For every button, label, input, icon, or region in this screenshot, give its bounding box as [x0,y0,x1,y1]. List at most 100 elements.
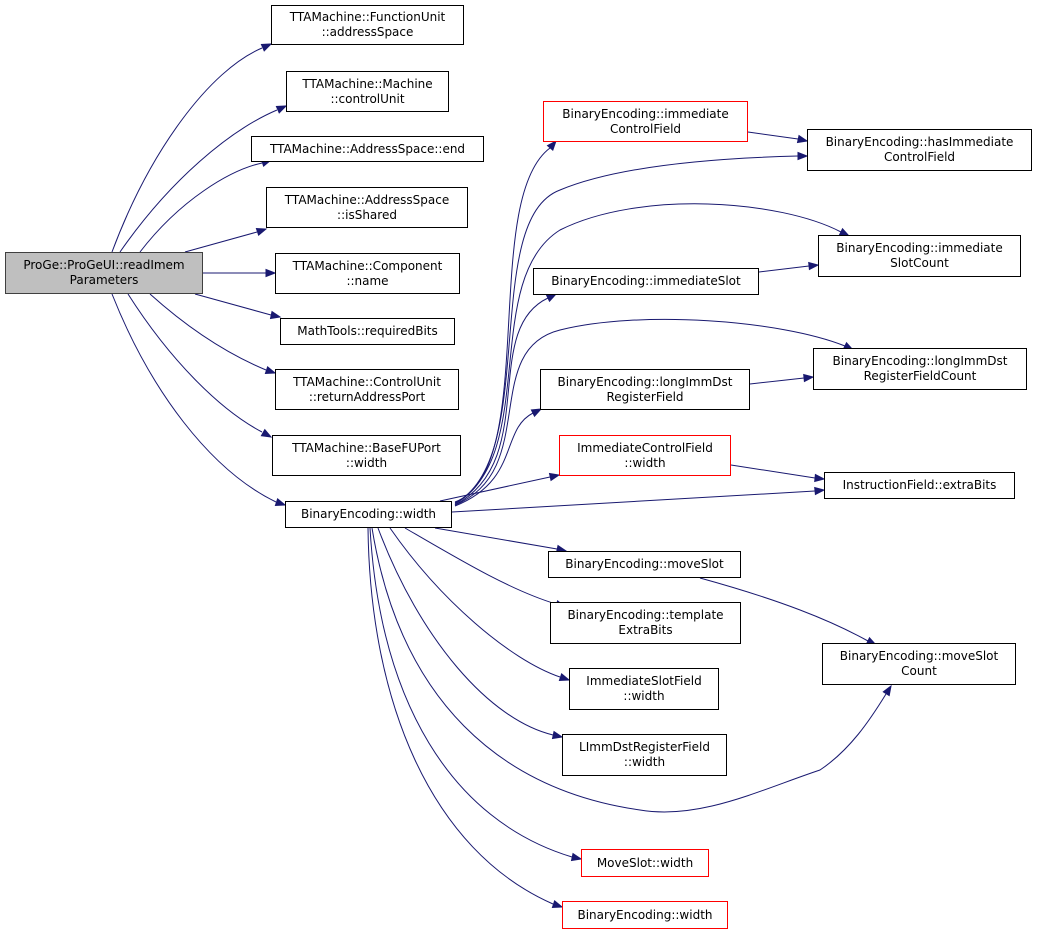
node-label: BinaryEncoding::longImmDst [832,354,1008,368]
node-addressspace-end[interactable]: TTAMachine::AddressSpace::end [251,136,484,162]
edge-line [389,527,561,678]
edge-line [111,47,263,253]
node-label: BinaryEncoding::immediateSlot [551,274,741,288]
arrowhead [882,684,892,697]
node-binaryencoding-width[interactable]: BinaryEncoding::width [285,501,452,528]
edge-bewidth-to-be-width2 [367,527,564,909]
node-label: BinaryEncoding::width [300,507,437,521]
node-moveslot-width[interactable]: MoveSlot::width [581,849,709,877]
node-instructionfield-extrabits[interactable]: InstructionField::extraBits [824,472,1015,499]
node-machine-controlunit[interactable]: TTAMachine::Machine ::controlUnit [286,71,449,112]
node-label: ::width [624,455,666,470]
node-label: ProGe::ProGeUI::readImem [23,258,185,272]
node-limmdstregisterfield-width[interactable]: LImmDstRegisterField ::width [562,734,727,776]
node-label: ::name [346,273,389,288]
node-label: ::returnAddressPort [308,389,426,404]
edge-root-to-basefuport-width [127,293,273,438]
node-binaryencoding-immediatecontrolfield[interactable]: BinaryEncoding::immediate ControlField [543,101,748,142]
node-label: ExtraBits [618,623,673,637]
edge-line [749,377,805,385]
node-label: Parameters [69,273,139,287]
node-label: Count [901,664,937,678]
arrowhead [264,365,277,375]
node-label: BinaryEncoding::immediate [836,241,1003,255]
arrowhead [275,105,288,114]
edge-bewidth-to-hasimmcontrolfield [454,151,809,504]
edge-line [139,162,263,253]
node-binaryencoding-templateextrabits[interactable]: BinaryEncoding::template ExtraBits [550,602,741,644]
edge-line [371,527,887,813]
node-binaryencoding-immediateslot[interactable]: BinaryEncoding::immediateSlot [533,268,759,295]
node-label: TTAMachine::Machine [302,76,433,91]
edge-line [454,297,549,506]
node-binaryencoding-moveslot[interactable]: BinaryEncoding::moveSlot [548,551,741,578]
arrowhead [551,730,564,740]
edge-line [111,293,277,503]
node-addressspace-isshared[interactable]: TTAMachine::AddressSpace ::isShared [266,187,468,228]
edge-line [127,293,263,433]
node-immediateslotfield-width[interactable]: ImmediateSlotField ::width [569,668,719,710]
arrowhead [570,852,583,862]
node-immediatecontrolfield-width[interactable]: ImmediateControlField ::width [559,435,731,476]
node-label: ::width [623,755,666,769]
node-label: SlotCount [890,256,949,270]
edge-line [369,527,573,858]
arrowhead [260,428,273,438]
node-binaryencoding-width-2[interactable]: BinaryEncoding::width [562,901,728,929]
node-label: ::isShared [337,207,397,222]
node-label: LImmDstRegisterField [579,740,710,754]
node-label: ControlField [609,121,682,136]
node-label: BinaryEncoding::template [567,608,724,622]
node-component-name[interactable]: TTAMachine::Component ::name [275,253,460,294]
node-label: BinaryEncoding::immediate [562,106,729,121]
arrowhead [269,310,282,320]
edge-bewidth-to-isf-width [389,527,571,682]
node-label: BinaryEncoding::width [577,907,713,922]
node-label: TTAMachine::Component [292,258,443,273]
node-label: MathTools::requiredBits [297,324,438,338]
node-mathtools-requiredbits[interactable]: MathTools::requiredBits [280,318,455,345]
edge-bewidth-to-moveslot-width [369,527,583,862]
node-label: RegisterFieldCount [863,369,977,383]
edge-bewidth-to-icf-width [439,472,561,502]
node-label: InstructionField::extraBits [842,478,997,492]
edge-line [149,293,267,371]
edge-root-to-machine-controlunit [119,105,288,253]
arrowhead [530,408,543,418]
edge-line [758,265,810,273]
arrowhead [797,151,809,161]
node-binaryencoding-moveslotcount[interactable]: BinaryEncoding::moveSlot Count [822,643,1016,685]
node-label: ::addressSpace [321,25,414,39]
node-basefuport-width[interactable]: TTAMachine::BaseFUPort ::width [272,435,461,476]
node-binaryencoding-longimmdstregisterfield[interactable]: BinaryEncoding::longImmDst RegisterField [540,369,750,410]
edge-line [119,109,278,253]
edge-line [194,293,272,316]
edge-line [454,203,842,505]
node-controlunit-returnaddressport[interactable]: TTAMachine::ControlUnit ::returnAddressP… [275,369,459,410]
node-label: RegisterField [606,389,684,404]
edge-root-to-be-width [111,293,287,507]
edge-root-to-component-name [203,268,277,278]
node-label: ::controlUnit [330,91,405,106]
edge-bewidth-to-longimmdstregfield [454,408,543,507]
node-functionunit-addressspace[interactable]: TTAMachine::FunctionUnit ::addressSpace [271,5,464,45]
node-binaryencoding-immediateslotcount[interactable]: BinaryEncoding::immediate SlotCount [818,235,1021,277]
node-label: BinaryEncoding::moveSlot [839,649,999,663]
edge-bewidth-to-immcontrolfield [454,139,557,503]
edge-root-to-requiredbits [194,293,282,320]
arrowhead [260,43,273,52]
edge-line [434,527,558,550]
node-binaryencoding-hasimmediatecontrolfield[interactable]: BinaryEncoding::hasImmediate ControlFiel… [807,129,1032,171]
edge-line [184,231,258,253]
arrowhead [808,261,820,271]
edge-line [454,155,799,504]
node-label: BinaryEncoding::hasImmediate [825,135,1014,149]
edge-bewidth-to-limmdrf-width [377,527,564,740]
node-label: TTAMachine::AddressSpace::end [269,141,466,156]
edge-bewidth-to-if-extrabits [451,486,826,513]
edge-line [747,131,799,140]
node-binaryencoding-longimmdstregisterfieldcount[interactable]: BinaryEncoding::longImmDst RegisterField… [813,348,1027,390]
arrowhead [558,672,571,682]
node-root-readimemparameters: ProGe::ProGeUI::readImem Parameters [5,252,203,294]
edge-bewidth-to-moveslotcount [371,527,892,813]
